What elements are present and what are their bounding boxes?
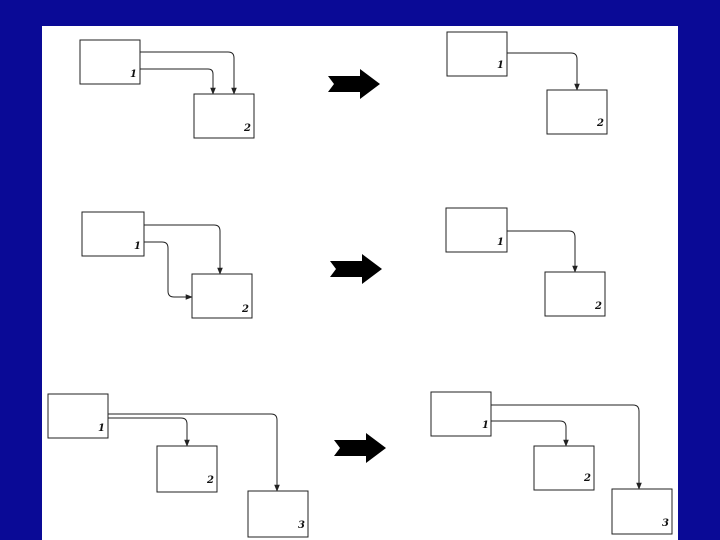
box-2 [156,445,218,493]
link-1-to-2 [491,420,569,447]
link-1-to-3 [108,413,280,492]
box-1 [446,31,508,77]
box-1-label: 1 [130,69,137,80]
row-2-after: 1 2 [445,207,606,317]
link-1-to-2-b [144,241,193,300]
box-1-label: 1 [134,241,141,252]
right-thick-arrow-icon [334,433,386,463]
row-3: 1 2 3 1 2 3 [47,391,673,538]
box-3-label: 3 [298,520,305,531]
box-1 [445,207,508,253]
box-3 [247,490,309,538]
box-2-label: 2 [583,473,591,484]
link-1-to-2-b [140,68,216,95]
box-2 [546,89,608,135]
box-1-label: 1 [482,420,489,431]
row-3-after: 1 2 3 [430,391,673,535]
box-2-label: 2 [594,301,602,312]
box-1 [47,393,109,439]
diagram-canvas: 1 2 1 2 1 2 1 2 [42,26,678,540]
box-2-label: 2 [243,123,251,134]
box-1-label: 1 [497,237,504,248]
box-2-label: 2 [241,304,249,315]
box-1-label: 1 [98,423,105,434]
link-1-to-2-a [144,224,223,275]
link-1-to-3 [491,404,642,490]
link-1-to-2-a [140,51,237,95]
box-1-label: 1 [497,60,504,71]
box-3 [611,488,673,535]
row-1-after: 1 2 [446,31,608,135]
row-1: 1 2 1 2 [79,31,608,139]
box-2 [544,271,606,317]
box-1 [430,391,492,437]
link-1-to-2 [507,52,580,91]
box-2 [533,445,595,491]
row-1-before: 1 2 [79,39,255,139]
box-1 [81,211,145,257]
row-2: 1 2 1 2 [81,207,606,319]
flow-diagram: 1 2 1 2 1 2 1 2 [47,31,673,538]
box-1 [79,39,141,85]
box-2 [193,93,255,139]
link-1-to-2 [507,230,578,273]
link-1-to-2 [108,417,190,447]
box-3-label: 3 [662,518,669,529]
box-2-label: 2 [206,475,214,486]
box-2-label: 2 [596,118,604,129]
right-thick-arrow-icon [328,69,380,99]
row-2-before: 1 2 [81,211,253,319]
right-thick-arrow-icon [330,254,382,284]
row-3-before: 1 2 3 [47,393,309,538]
